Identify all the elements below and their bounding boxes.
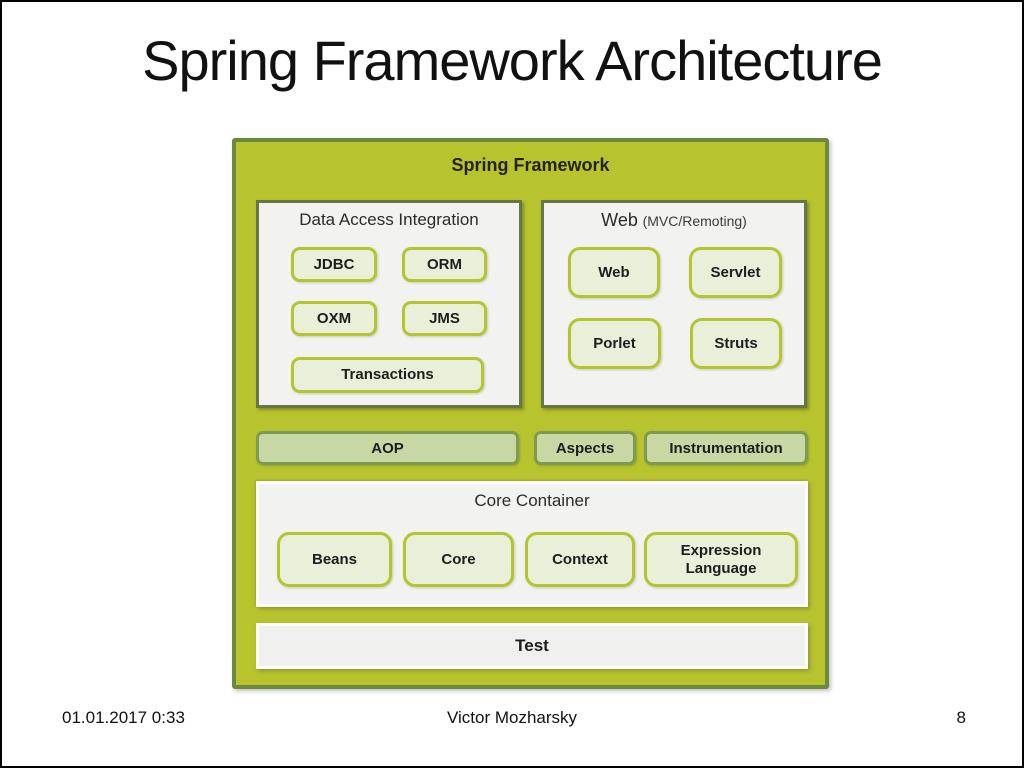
module-aspects: Aspects: [534, 431, 636, 465]
web-panel-title-main: Web: [601, 210, 638, 230]
footer-page-number: 8: [956, 708, 966, 727]
data-access-panel: Data Access Integration JDBC ORM OXM JMS…: [256, 200, 522, 408]
data-access-panel-title: Data Access Integration: [299, 210, 479, 229]
module-jdbc: JDBC: [291, 247, 377, 282]
module-struts: Struts: [690, 318, 782, 369]
module-porlet: Porlet: [568, 318, 661, 369]
footer-author: Victor Mozharsky: [446, 708, 578, 727]
footer-datetime: 01.01.2017 0:33: [62, 708, 185, 727]
module-instrumentation: Instrumentation: [644, 431, 808, 465]
web-panel-title: Web (MVC/Remoting): [544, 210, 804, 231]
module-context: Context: [525, 532, 635, 587]
module-expression-language: Expression Language: [644, 532, 798, 587]
core-container-panel: Core Container Beans Core Context Expres…: [256, 481, 808, 607]
module-jms: JMS: [402, 301, 487, 336]
module-orm: ORM: [402, 247, 487, 282]
module-aop: AOP: [256, 431, 519, 465]
web-panel-title-sub: (MVC/Remoting): [642, 213, 747, 229]
page-title: Spring Framework Architecture: [142, 29, 883, 92]
module-core: Core: [403, 532, 514, 587]
module-web: Web: [568, 247, 660, 298]
spring-framework-label: Spring Framework: [451, 155, 610, 175]
core-container-title: Core Container: [474, 491, 590, 510]
module-test: Test: [256, 623, 808, 669]
module-servlet: Servlet: [689, 247, 782, 298]
spring-framework-container: Spring Framework Data Access Integration…: [232, 138, 829, 689]
module-oxm: OXM: [291, 301, 377, 336]
module-beans: Beans: [277, 532, 392, 587]
web-panel: Web (MVC/Remoting) Web Servlet Porlet St…: [541, 200, 807, 408]
module-transactions: Transactions: [291, 357, 484, 393]
